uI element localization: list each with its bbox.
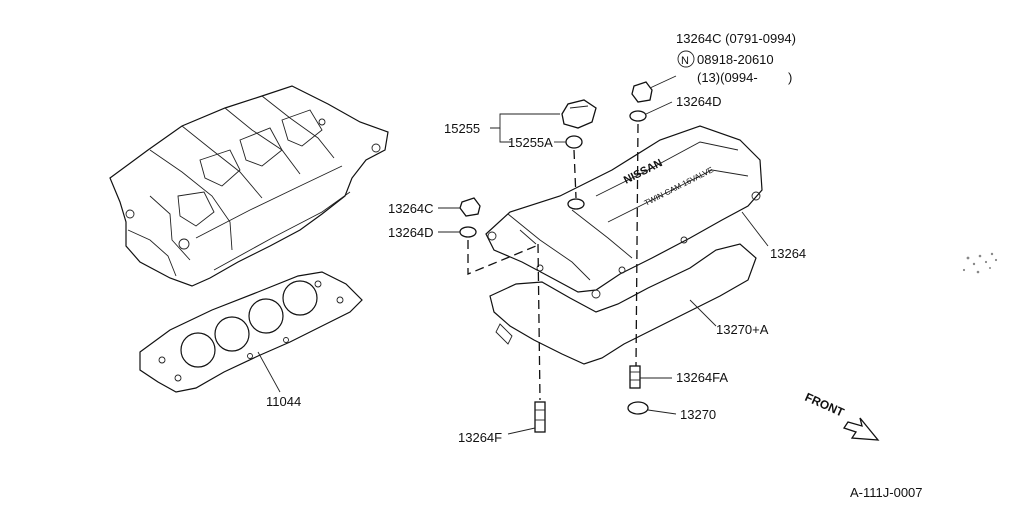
oil-filler-cap	[561, 99, 597, 129]
stud-centerline-right	[635, 123, 639, 367]
label-13270: 13270	[680, 407, 716, 422]
stud-centerline-mid	[537, 243, 541, 401]
n-symbol: N	[681, 55, 689, 67]
leader-15255	[490, 113, 560, 129]
cap-centerline	[573, 149, 577, 199]
leader-11044	[257, 351, 281, 393]
leader-13264D-top	[645, 101, 673, 115]
front-label: FRONT	[803, 390, 847, 420]
washer-13264D-left	[459, 226, 477, 238]
label-13264D-top: 13264D	[676, 94, 722, 109]
stud-13264F	[534, 401, 546, 433]
nut-13264C-top	[631, 81, 653, 103]
n-symbol-circle	[677, 50, 695, 68]
rocker-cover-gasket	[489, 243, 757, 365]
nut-13264C-left	[459, 197, 481, 217]
label-qty13: (13)(0994-	[697, 70, 758, 85]
leader-13264	[741, 211, 769, 247]
label-13264FA: 13264FA	[676, 370, 728, 385]
gasket-tab	[495, 323, 513, 345]
label-15255A: 15255A	[508, 135, 553, 150]
label-13264C-top: 13264C (0791-0994)	[676, 31, 796, 46]
stud-centerline-left	[467, 240, 537, 275]
label-13264F: 13264F	[458, 430, 502, 445]
label-qty13-close: )	[788, 70, 792, 85]
leader-13270A	[689, 299, 717, 327]
cylinder-head	[109, 85, 389, 287]
leader-15255-branch	[499, 128, 512, 143]
reference-code: A-111J-0007	[850, 485, 923, 500]
label-15255: 15255	[444, 121, 480, 136]
label-13264C-left: 13264C	[388, 201, 434, 216]
leader-13264F	[507, 427, 536, 435]
filler-cap-gasket	[565, 135, 583, 149]
label-13264: 13264	[770, 246, 806, 261]
front-arrow: FRONT	[803, 390, 880, 441]
label-08918: 08918-20610	[697, 52, 774, 67]
rocker-cover: NISSAN TWIN CAM 16VALVE	[485, 125, 763, 299]
head-gasket	[139, 271, 363, 393]
grommet-13270	[627, 401, 649, 415]
washer-13264D-top	[629, 110, 647, 122]
scan-speckle	[962, 252, 998, 274]
label-13270A: 13270+A	[716, 322, 769, 337]
leader-13270	[647, 409, 677, 415]
label-13264D-left: 13264D	[388, 225, 434, 240]
cover-brand-text: NISSAN	[622, 157, 665, 187]
leader-13264C-top	[649, 75, 677, 89]
stud-13264FA	[629, 365, 641, 389]
label-11044: 11044	[266, 394, 301, 409]
